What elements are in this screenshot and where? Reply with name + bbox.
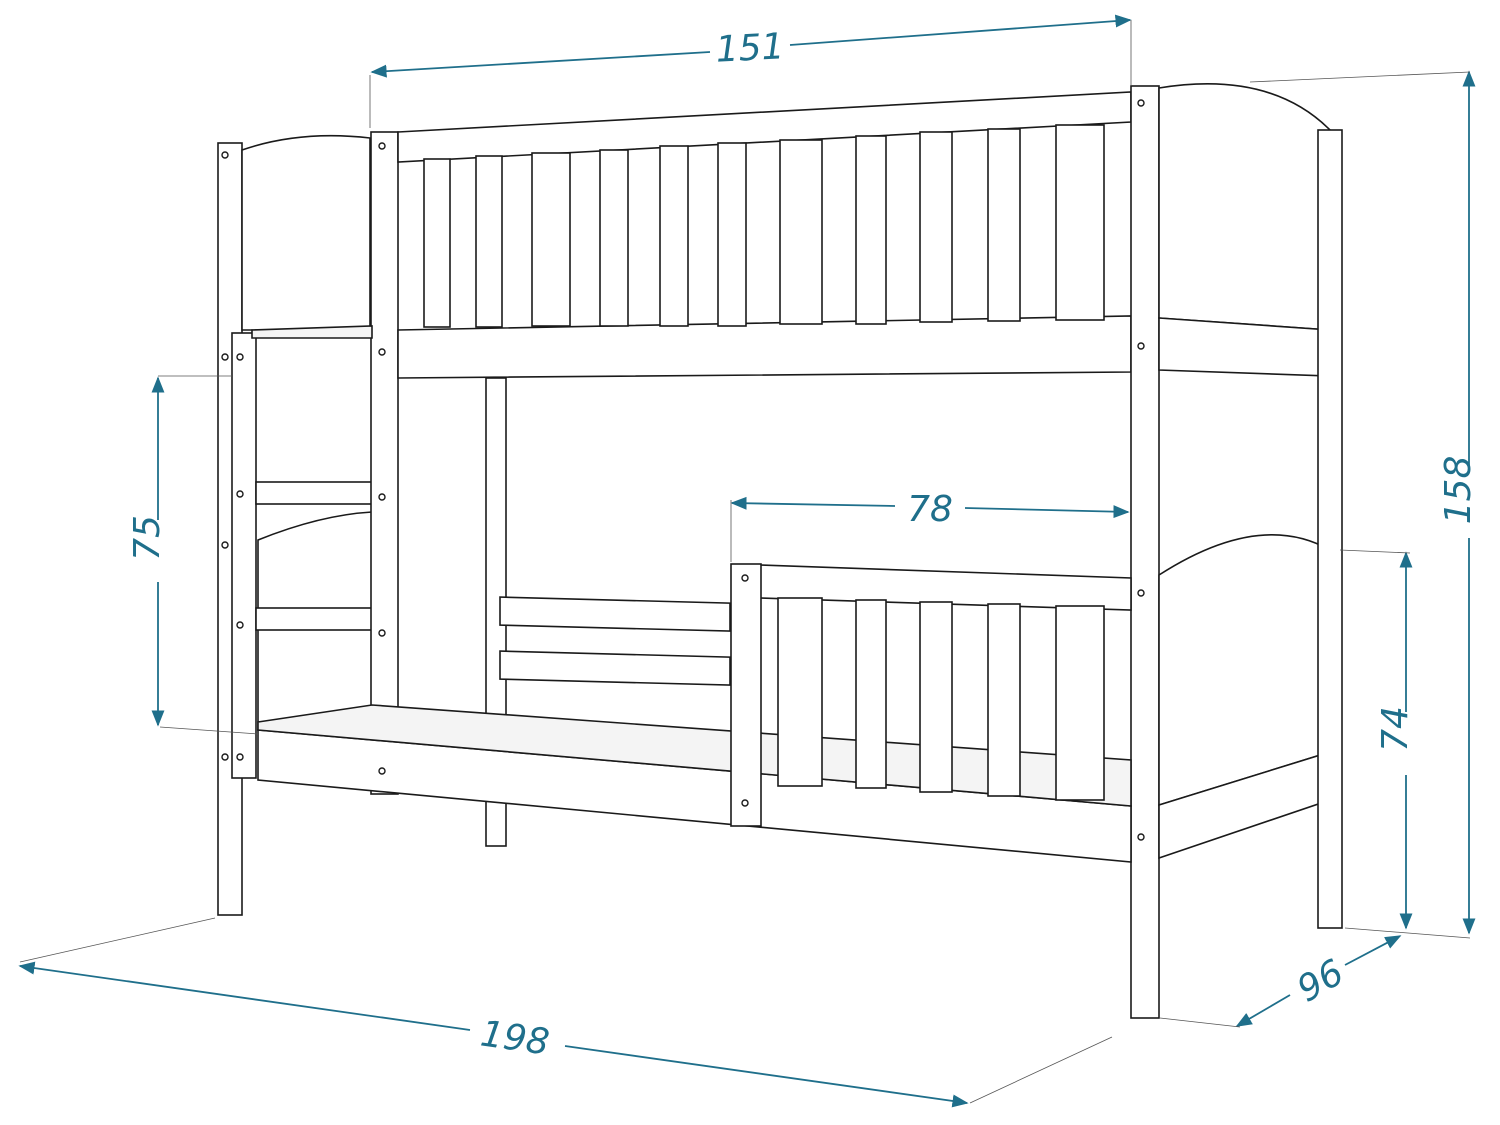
dim-line-depth — [1235, 994, 1291, 1027]
dim-line-top-width — [370, 51, 711, 78]
ladder-rung — [255, 607, 373, 631]
label-lower-clearance: 75 — [127, 515, 168, 561]
back-headboard-top — [241, 134, 371, 331]
label-length: 198 — [478, 1013, 552, 1063]
lower-mattress — [257, 704, 1132, 807]
lower-guard-post — [730, 563, 762, 827]
dim-line-top-width — [789, 14, 1132, 46]
label-top-width: 151 — [715, 26, 786, 71]
lower-back-rail — [499, 650, 731, 686]
label-depth: 96 — [1291, 952, 1351, 1010]
screw-holes — [221, 99, 1145, 841]
label-lower-height: 74 — [1375, 706, 1416, 752]
upper-guard-top-rail — [397, 91, 1132, 163]
dimension-lines — [18, 14, 1476, 1108]
lower-guard-slats — [777, 597, 1105, 801]
lower-back-rail — [499, 596, 731, 632]
dim-line-depth — [1344, 935, 1402, 966]
front-right-post — [1130, 85, 1160, 1019]
dim-line-guard-length — [730, 496, 896, 510]
front-left-post — [370, 131, 399, 795]
label-total-height: 158 — [1438, 456, 1479, 525]
dim-line-length — [564, 1045, 969, 1108]
ladder-left-rail — [231, 332, 257, 779]
upper-guard-slats — [423, 124, 1105, 328]
dim-line-guard-length — [964, 505, 1130, 519]
back-right-post — [1317, 129, 1343, 929]
label-guard-length: 78 — [907, 489, 953, 530]
bunk-bed-drawing — [217, 83, 1343, 1019]
dim-line-length — [18, 961, 471, 1031]
ladder-rung — [255, 481, 373, 505]
upper-mattress — [251, 325, 373, 339]
right-headboard-top — [1158, 83, 1331, 331]
upper-bed-side-rail — [397, 315, 1132, 379]
